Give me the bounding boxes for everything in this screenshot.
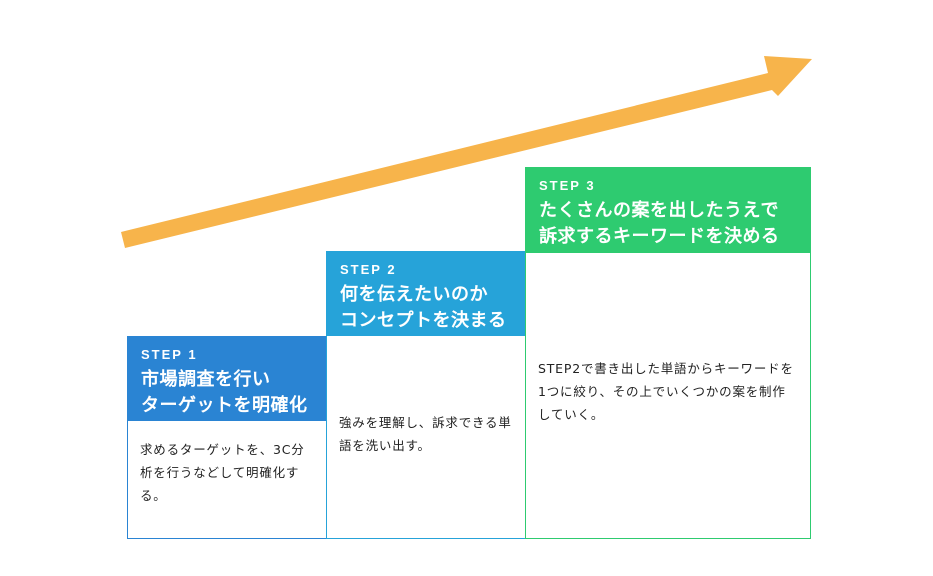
step-1-title: 市場調査を行い ターゲットを明確化: [141, 369, 308, 416]
step-2-description: 強みを理解し、訴求できる単語を洗い出す。: [339, 415, 512, 453]
step-2-card: STEP 2 何を伝えたいのか コンセプトを決まる 強みを理解し、訴求できる単語…: [326, 251, 526, 539]
step-1-description: 求めるターゲットを、3C分析を行うなどして明確化する。: [140, 442, 305, 503]
step-2-header: STEP 2 何を伝えたいのか コンセプトを決まる: [327, 252, 525, 336]
growth-arrow-shape: [121, 56, 812, 248]
step-3-title: たくさんの案を出したうえで 訴求するキーワードを決める: [539, 200, 780, 247]
step-3-header: STEP 3 たくさんの案を出したうえで 訴求するキーワードを決める: [526, 168, 810, 253]
step-2-label: STEP 2: [340, 262, 397, 277]
step-3-description: STEP2で書き出した単語からキーワードを1つに絞り、その上でいくつかの案を制作…: [538, 361, 794, 422]
step-3-card: STEP 3 たくさんの案を出したうえで 訴求するキーワードを決める STEP2…: [525, 167, 811, 539]
step-1-header: STEP 1 市場調査を行い ターゲットを明確化: [128, 337, 326, 421]
step-1-card: STEP 1 市場調査を行い ターゲットを明確化 求めるターゲットを、3C分析を…: [127, 336, 327, 539]
step-3-label: STEP 3: [539, 178, 596, 193]
step-2-title: 何を伝えたいのか コンセプトを決まる: [340, 284, 507, 331]
step-1-label: STEP 1: [141, 347, 198, 362]
